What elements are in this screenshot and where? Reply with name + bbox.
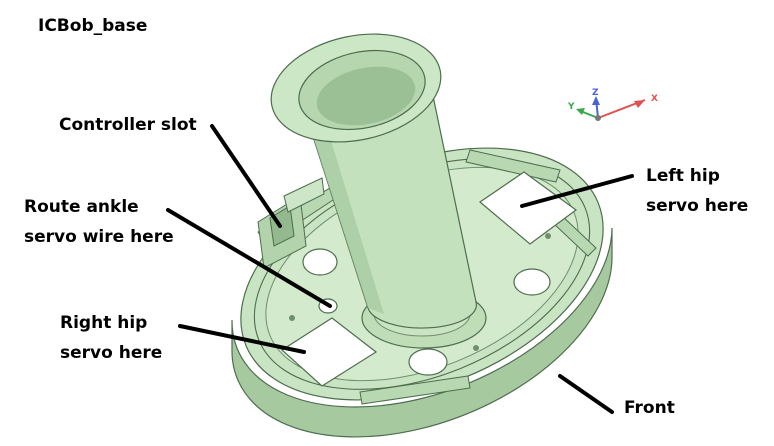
- rib-front: [359, 375, 471, 405]
- label-right-hip: Right hip servo here: [60, 308, 162, 368]
- leader-left-hip: [520, 174, 634, 208]
- label-route-ankle-line-2: servo wire here: [24, 227, 174, 247]
- label-route-ankle: Route ankle servo wire here: [24, 192, 174, 252]
- diagram-title: ICBob_base: [38, 16, 148, 36]
- z-axis-arrowhead: [592, 96, 600, 105]
- y-axis-label: Y: [567, 102, 575, 112]
- rib-right: [465, 149, 561, 183]
- hole-right: [513, 268, 551, 296]
- small-hole-1: [289, 315, 295, 321]
- hole-front: [408, 348, 448, 376]
- label-right-hip-line-2: servo here: [60, 343, 163, 363]
- label-left-hip-line-1: Left hip: [646, 166, 720, 186]
- hole-left: [302, 248, 338, 276]
- label-front: Front: [624, 398, 675, 418]
- label-controller-slot: Controller slot: [59, 115, 197, 135]
- tube-bore-shadow: [316, 66, 416, 126]
- small-hole-2: [545, 233, 551, 239]
- leader-front: [558, 374, 614, 414]
- controller-slot-block: [257, 177, 325, 269]
- leader-right-hip: [178, 324, 306, 354]
- tube-shade: [300, 96, 384, 314]
- label-left-hip-line-2: servo here: [646, 196, 749, 216]
- central-tube: [270, 33, 478, 329]
- x-axis-arrowhead: [634, 100, 645, 108]
- x-axis-label: X: [651, 94, 658, 104]
- left-hip-servo-cutout: [479, 171, 578, 245]
- axis-triad: X Y Z: [567, 88, 658, 121]
- base-rim-side: [231, 227, 613, 438]
- label-route-ankle-line-1: Route ankle: [24, 197, 139, 217]
- leader-lines: [166, 124, 634, 414]
- z-axis-label: Z: [592, 88, 599, 98]
- leader-route-ankle: [166, 208, 332, 308]
- y-axis-arrowhead: [576, 108, 585, 115]
- mounting-holes: [289, 233, 551, 376]
- right-hip-servo-cutout: [281, 317, 378, 387]
- small-hole-3: [473, 345, 479, 351]
- label-left-hip: Left hip servo here: [646, 161, 748, 221]
- label-right-hip-line-1: Right hip: [60, 313, 148, 333]
- axis-origin: [595, 115, 601, 121]
- leader-controller-slot: [210, 124, 282, 228]
